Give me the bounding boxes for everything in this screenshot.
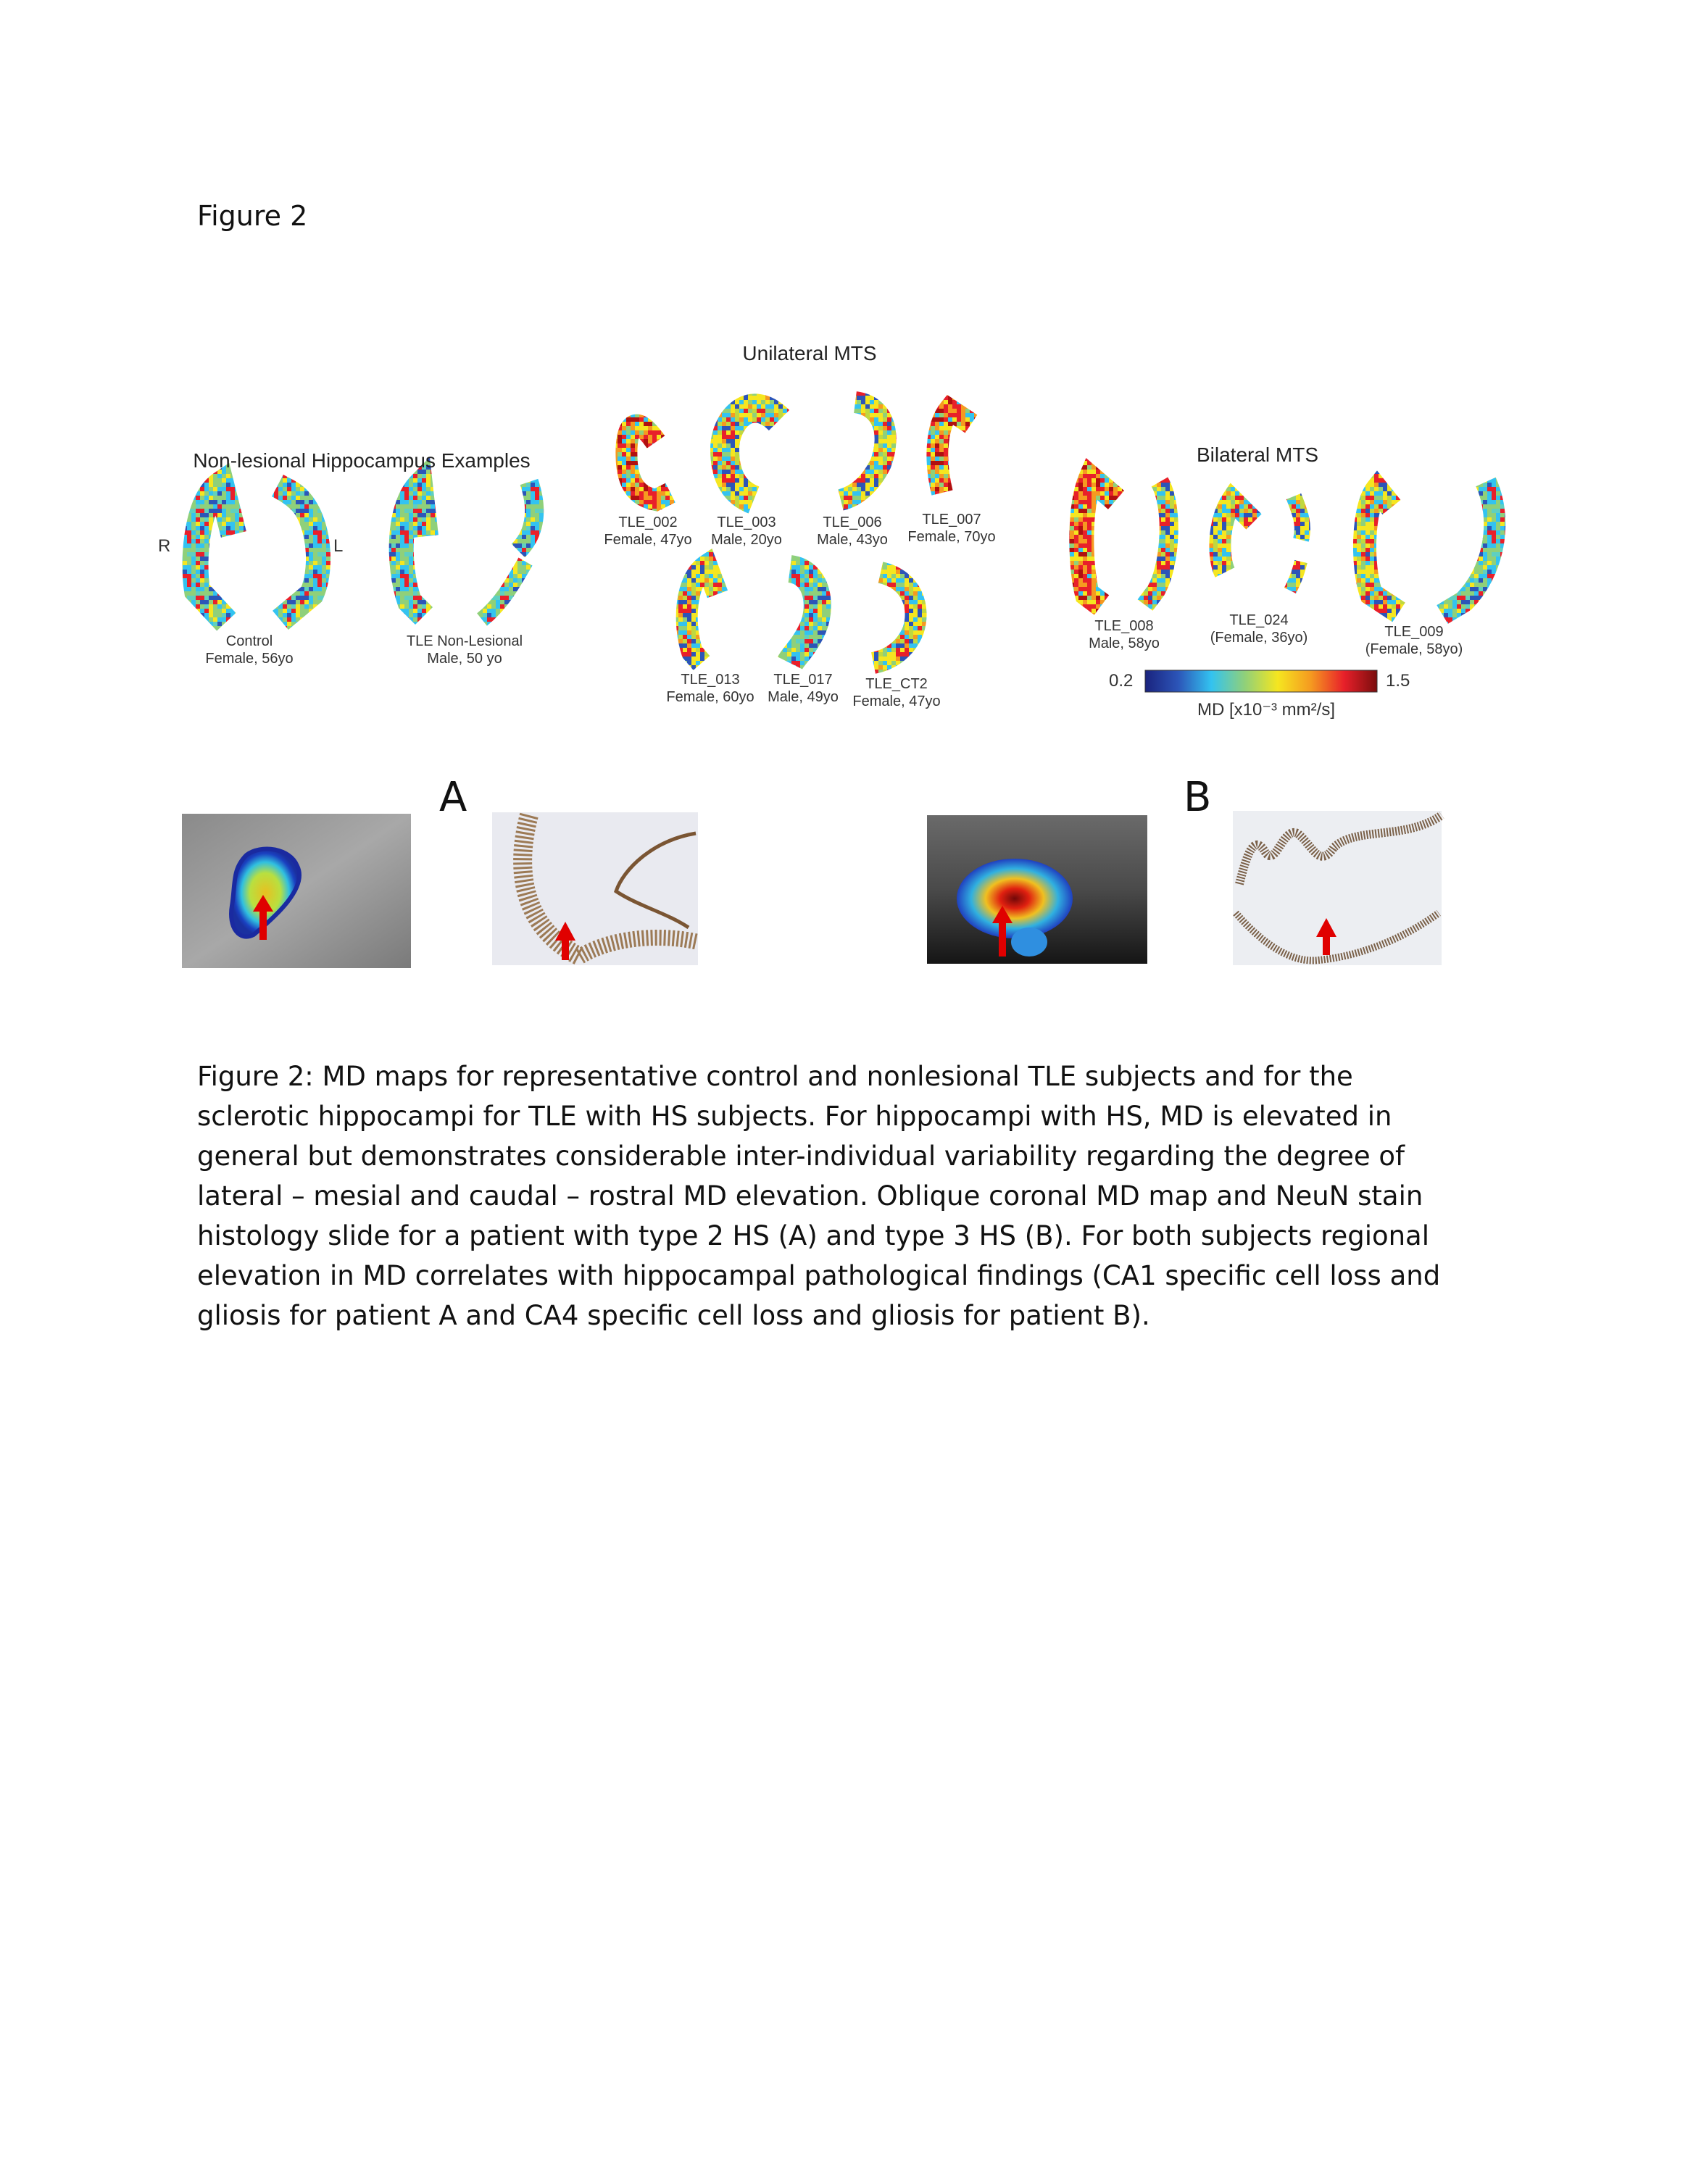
arrow-icon bbox=[253, 895, 273, 940]
figure-artwork bbox=[182, 391, 1506, 968]
hippocampus-tle-nonlesional bbox=[388, 457, 544, 626]
hippocampus-tle-002 bbox=[615, 414, 675, 512]
hippocampus-tle-008 bbox=[1069, 457, 1178, 615]
colorbar-label: MD [x10⁻³ mm²/s] bbox=[1197, 700, 1335, 720]
colorbar bbox=[1144, 670, 1378, 693]
panel-a-histology bbox=[492, 812, 700, 965]
panel-b-histology bbox=[1233, 811, 1444, 965]
arrow-icon bbox=[992, 906, 1013, 956]
colorbar-max: 1.5 bbox=[1386, 671, 1410, 691]
colorbar-min: 0.2 bbox=[1109, 671, 1134, 691]
unilateral-title: Unilateral MTS bbox=[742, 342, 877, 364]
side-label-left: L bbox=[333, 536, 344, 556]
figure-label: Figure 2 bbox=[197, 200, 308, 232]
bilateral-title: Bilateral MTS bbox=[1196, 443, 1319, 466]
subject-label: TLE_024(Female, 36yo) bbox=[1210, 612, 1308, 646]
side-label-right: R bbox=[158, 536, 171, 556]
hippocampus-tle-024 bbox=[1209, 483, 1310, 594]
panel-a-mri-md-map bbox=[182, 814, 411, 968]
hippocampus-tle-003 bbox=[710, 393, 790, 514]
hippocampus-tle-009 bbox=[1353, 470, 1506, 624]
arrow-icon bbox=[555, 922, 575, 960]
hippocampus-tle-ct2 bbox=[870, 562, 927, 674]
arrow-icon bbox=[1316, 918, 1336, 955]
nonlesional-title: Non-lesional Hippocampus Examples bbox=[193, 449, 531, 472]
figure-caption: Figure 2: MD maps for representative con… bbox=[197, 1061, 1441, 1331]
hippocampus-control bbox=[182, 462, 330, 631]
panel-b-mri-md-map bbox=[927, 815, 1147, 964]
hippocampus-tle-013 bbox=[675, 549, 728, 670]
hippocampus-tle-007 bbox=[926, 394, 978, 496]
panel-label-b: B bbox=[1184, 774, 1212, 821]
panel-label-a: A bbox=[439, 774, 467, 821]
hippocampus-tle-006 bbox=[837, 391, 897, 511]
hippocampus-tle-017 bbox=[778, 555, 831, 670]
subject-label: TLE_009(Female, 58yo) bbox=[1365, 624, 1463, 657]
